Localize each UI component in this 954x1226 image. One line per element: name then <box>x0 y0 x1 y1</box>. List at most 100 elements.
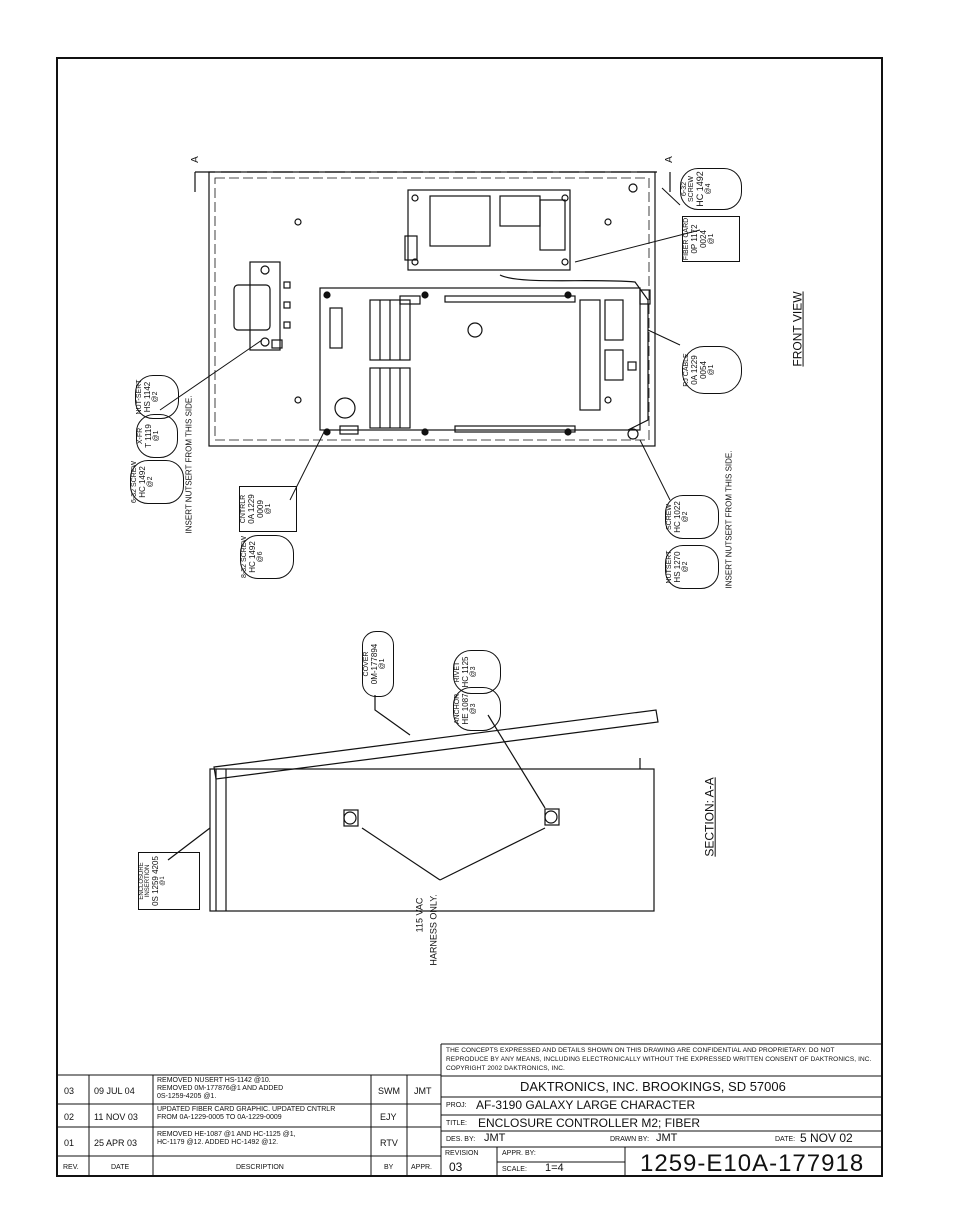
callout-screw-8-32: 8-32 SCREW HC 1492 @6 <box>240 535 294 579</box>
rev-row-02-date: 11 NOV 03 <box>94 1112 138 1122</box>
revision-label: REVISION <box>445 1150 479 1157</box>
callout-caption: COVER <box>363 651 370 677</box>
callout-part: 0S 1259 4205 <box>151 856 160 906</box>
callout-qty: @4 <box>705 183 712 195</box>
callout-part: T 1119 <box>144 424 153 448</box>
callout-cover: COVER 0M-177894 @1 <box>362 631 394 697</box>
callout-part: HC 1492 <box>138 466 147 498</box>
callout-xfr: X-FR T 1119 @1 <box>136 414 178 458</box>
callout-qty: @1 <box>153 430 160 442</box>
rev-row-01-description: REMOVED HE-1087 @1 AND HC-1125 @1, HC-11… <box>157 1131 296 1146</box>
drawn-by-label: DRAWN BY: <box>610 1136 650 1143</box>
callout-caption: ENCLOSURE INSERTION <box>139 862 151 900</box>
callout-qty: @1 <box>265 503 272 515</box>
callout-caption: NUT-SERT <box>136 379 143 415</box>
callout-caption: CNTRLR <box>240 494 247 524</box>
callout-part: HC 1492 <box>248 541 257 573</box>
company-line: DAKTRONICS, INC. BROOKINGS, SD 57006 <box>520 1079 786 1094</box>
nutsert-note-right: INSERT NUTSERT FROM THIS SIDE. <box>724 450 734 589</box>
callout-part: 0A 1229 0054 <box>690 355 708 385</box>
callout-caption: ANCHOR <box>454 693 461 725</box>
proj-value: AF-3190 GALAXY LARGE CHARACTER <box>476 1098 696 1112</box>
scale-label: SCALE: <box>502 1166 527 1173</box>
callout-enclosure-insertion: ENCLOSURE INSERTION 0S 1259 4205 @1 <box>138 852 200 910</box>
callout-nut-sert: NUT-SERT HS 1142 @2 <box>135 375 179 419</box>
section-label: SECTION: A-A <box>702 777 717 857</box>
callout-part: 0A 1229 0009 <box>247 494 265 524</box>
rev-row-03-date: 09 JUL 04 <box>94 1086 135 1096</box>
callout-qty: @2 <box>682 561 689 573</box>
callout-caption: RIVET <box>454 661 461 683</box>
callout-qty: @3 <box>470 703 477 715</box>
rev-header-date: DATE <box>111 1164 130 1171</box>
harness-note-1: 115 VAC <box>414 897 425 933</box>
confidential-notice: THE CONCEPTS EXPRESSED AND DETAILS SHOWN… <box>446 1047 872 1072</box>
scale-value: 1=4 <box>545 1162 564 1174</box>
rev-row-03-appr: JMT <box>414 1086 432 1096</box>
callout-fiber-card: FIBER CARD 0P 1172 0024 @1 <box>682 216 740 262</box>
callout-caption: X-FR <box>137 427 144 445</box>
rev-header-appr: APPR. <box>411 1164 433 1171</box>
callout-part: HC 1125 <box>461 656 470 688</box>
section-marker-right: A <box>663 156 675 163</box>
rev-row-03-rev: 03 <box>64 1086 75 1096</box>
callout-qty: @6 <box>257 551 264 563</box>
drawn-by-value: JMT <box>656 1132 678 1144</box>
callout-qty: @3 <box>470 666 477 678</box>
callout-screw-hc-1022: SCREW HC 1022 @2 <box>665 495 719 539</box>
rev-row-02-by: EJY <box>380 1112 397 1122</box>
rev-row-03-description: REMOVED NUSERT HS-1142 @10. REMOVED 0M-1… <box>157 1077 284 1100</box>
section-marker-left: A <box>189 156 201 163</box>
callout-qty: @1 <box>160 876 166 886</box>
callout-caption: FIBER CARD <box>683 217 690 261</box>
rev-row-02-rev: 02 <box>64 1112 75 1122</box>
callout-caption: 6-32 SCREW <box>131 460 138 503</box>
des-by-value: JMT <box>484 1132 506 1144</box>
callout-part: HS 1270 <box>673 551 682 583</box>
rev-row-02-description: UPDATED FIBER CARD GRAPHIC. UPDATED CNTR… <box>157 1106 336 1121</box>
callout-cntrlr: CNTRLR 0A 1229 0009 @1 <box>239 486 297 532</box>
appr-by-label: APPR. BY: <box>502 1150 536 1157</box>
des-by-label: DES. BY: <box>446 1136 476 1143</box>
front-view-label: FRONT VIEW <box>790 291 805 367</box>
date-value: 5 NOV 02 <box>800 1131 853 1145</box>
front-view <box>194 171 671 447</box>
callout-qty: @2 <box>147 476 154 488</box>
callout-part: HS 1142 <box>143 381 152 413</box>
date-label: DATE: <box>775 1136 796 1143</box>
callout-qty: @1 <box>379 658 386 670</box>
section-view <box>167 695 659 912</box>
callout-nutsert: NUTSERT HS 1270 @2 <box>665 545 719 589</box>
rev-header-by: BY <box>384 1164 394 1171</box>
callout-screw-6-32-a: 6-32 SCREW HC 1492 @4 <box>680 168 742 210</box>
callout-part: HE 1087 <box>461 693 470 725</box>
callout-part: HC 1022 <box>673 501 682 533</box>
rev-header-rev: REV. <box>63 1164 79 1171</box>
callout-qty: @2 <box>682 511 689 523</box>
rev-header-description: DESCRIPTION <box>236 1164 284 1171</box>
front-view-leaders <box>159 187 701 501</box>
callout-rivet: RIVET HC 1125 @3 <box>453 650 501 694</box>
title-label: TITLE: <box>446 1120 468 1127</box>
rev-row-03-by: SWM <box>378 1086 400 1096</box>
rev-row-01-rev: 01 <box>64 1138 75 1148</box>
drawing-number: 1259-E10A-177918 <box>640 1150 865 1177</box>
callout-caption: RJ CABLE <box>683 353 690 387</box>
title-value: ENCLOSURE CONTROLLER M2; FIBER <box>478 1116 701 1130</box>
proj-label: PROJ: <box>446 1102 467 1109</box>
callout-qty: @1 <box>708 233 715 245</box>
callout-part: 0M-177894 <box>370 643 379 685</box>
callout-qty: @2 <box>152 391 159 403</box>
revision-value: 03 <box>449 1160 463 1174</box>
callout-caption: SCREW <box>666 503 673 531</box>
sheet-border <box>56 57 883 1177</box>
nutsert-note-left: INSERT NUTSERT FROM THIS SIDE. <box>184 395 194 534</box>
rev-row-01-date: 25 APR 03 <box>94 1138 138 1148</box>
callout-caption: 6-32 SCREW <box>681 175 695 203</box>
callout-part: 0P 1172 0024 <box>690 224 708 254</box>
callout-caption: NUTSERT <box>666 550 673 584</box>
callout-qty: @1 <box>708 364 715 376</box>
callout-screw-6-32-b: 6-32 SCREW HC 1492 @2 <box>130 460 184 504</box>
